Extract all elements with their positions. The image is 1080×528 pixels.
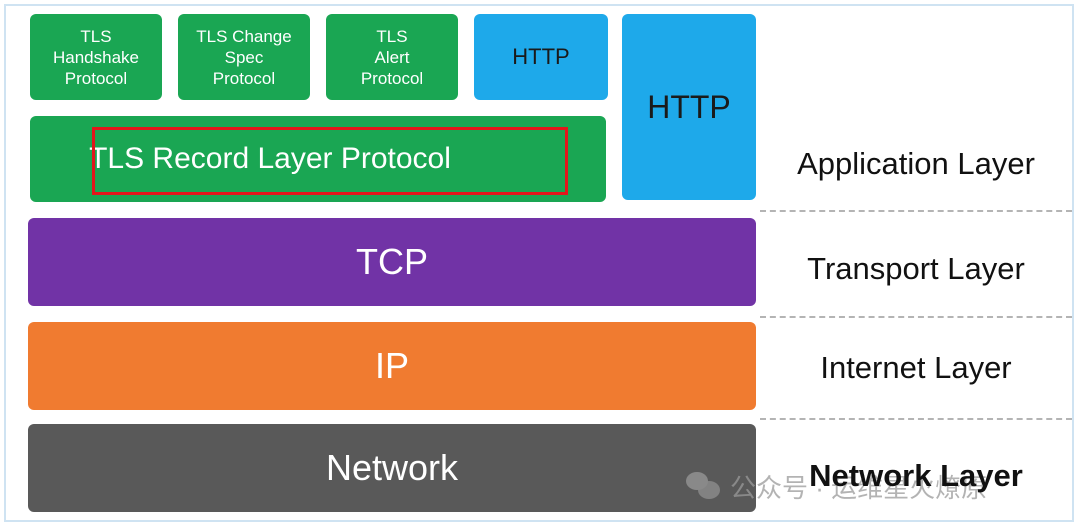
- application-layer-label: Application Layer: [797, 146, 1035, 181]
- http-small-label: HTTP: [512, 44, 570, 69]
- separator-line: [760, 316, 1072, 318]
- tls-alert-label: TLS Alert Protocol: [360, 26, 424, 88]
- tls-handshake-label: TLS Handshake Protocol: [52, 26, 139, 88]
- ip-box: IP: [28, 322, 756, 410]
- watermark-text: 公众号 · 运维星火燎原: [730, 472, 988, 503]
- internet-layer-label: Internet Layer: [820, 350, 1012, 385]
- separator-line: [760, 210, 1072, 212]
- highlight-box: [92, 127, 568, 195]
- http-tall-label: HTTP: [647, 88, 731, 125]
- tls-handshake-box: TLS Handshake Protocol: [30, 14, 162, 100]
- tcp-box: TCP: [28, 218, 756, 306]
- network-label: Network: [325, 447, 459, 488]
- chat-icon: [686, 472, 720, 500]
- separator-line: [760, 418, 1072, 420]
- tls-record-box: TLS Record Layer Protocol: [30, 116, 606, 202]
- network-layer-label: Network Layer: [809, 458, 1023, 493]
- tls-record-label: TLS Record Layer Protocol: [89, 142, 451, 175]
- tls-change-spec-box: TLS Change Spec Protocol: [178, 14, 310, 100]
- http-tall-box: HTTP: [622, 14, 756, 200]
- tcp-label: TCP: [356, 241, 428, 282]
- tls-alert-box: TLS Alert Protocol: [326, 14, 458, 100]
- transport-layer-label: Transport Layer: [807, 251, 1025, 286]
- network-box: Network: [28, 424, 756, 512]
- tls-change-spec-label: TLS Change Spec Protocol: [196, 26, 292, 88]
- http-small-box: HTTP: [474, 14, 608, 100]
- watermark: 公众号 · 运维星火燎原: [686, 466, 987, 506]
- ip-label: IP: [374, 345, 409, 386]
- diagram-frame: [4, 4, 1074, 522]
